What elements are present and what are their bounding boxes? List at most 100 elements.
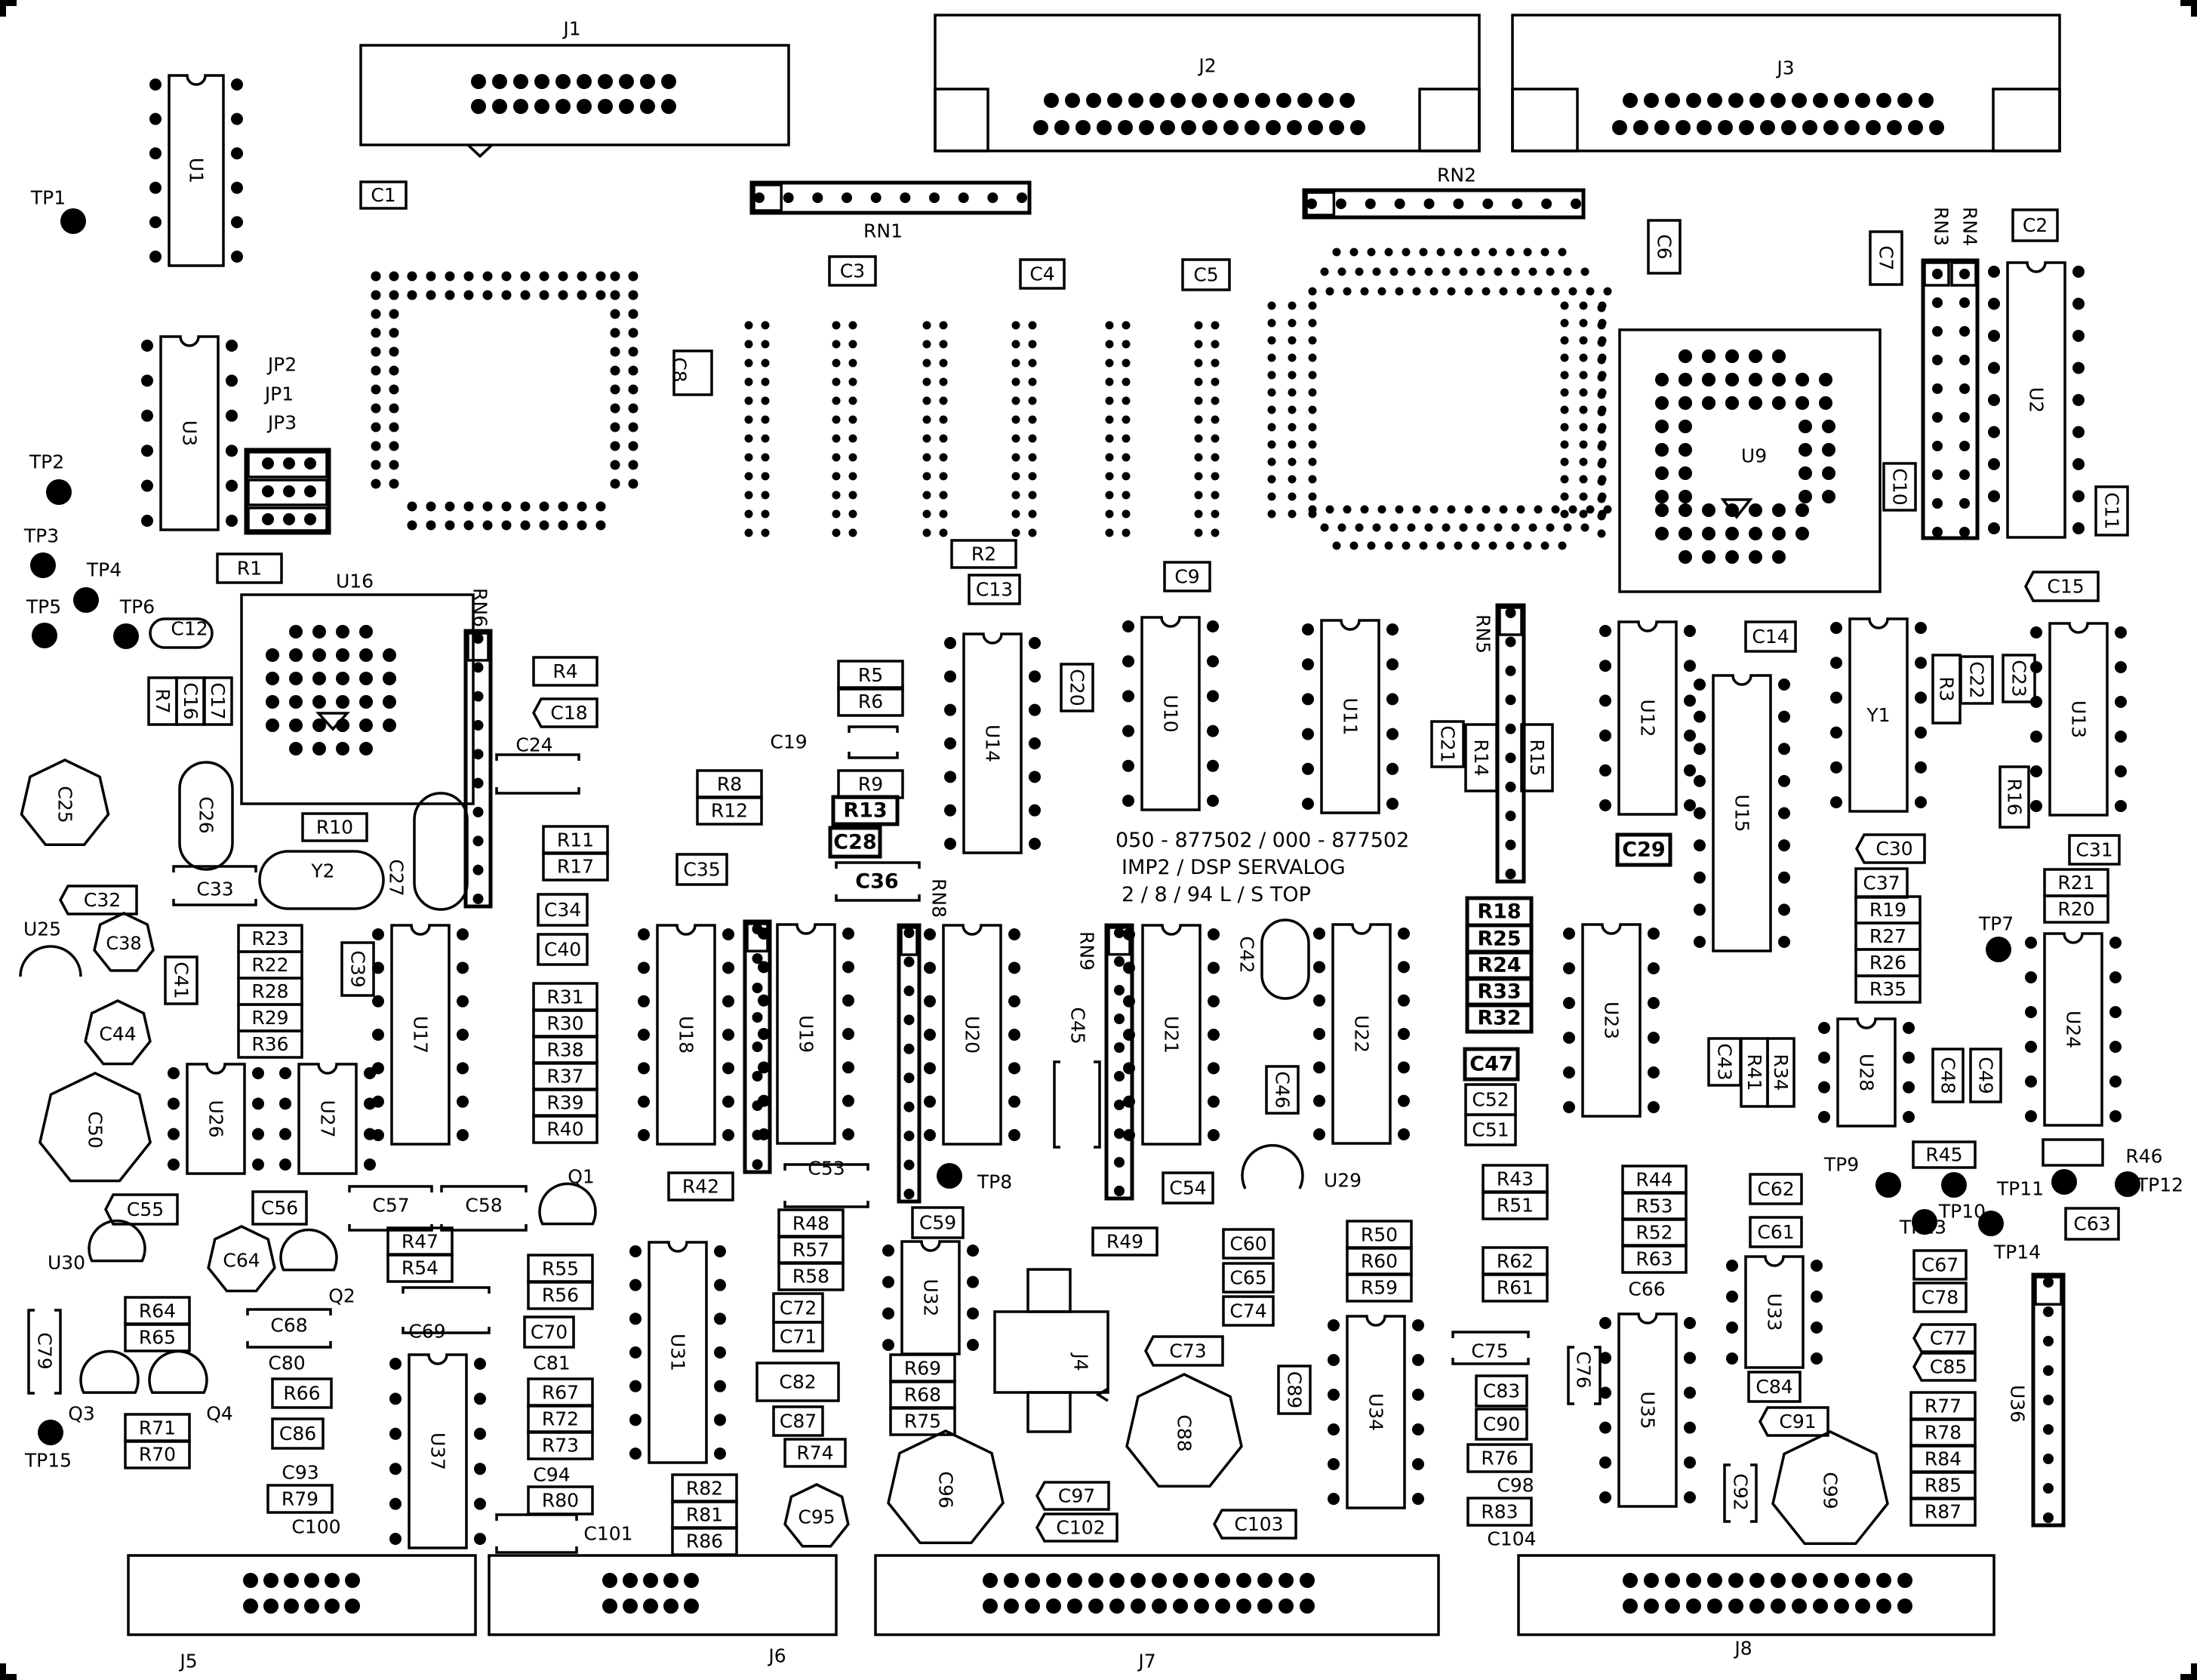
pad	[1560, 509, 1569, 518]
pad	[1811, 1260, 1823, 1272]
label-r7: R7	[152, 688, 174, 713]
c28-outline	[828, 826, 882, 859]
pad	[283, 485, 295, 497]
pad	[2030, 661, 2042, 673]
pad	[1988, 297, 2000, 310]
label-rn3: RN3	[1931, 207, 1952, 246]
pad	[1398, 1028, 1410, 1040]
pad	[1267, 475, 1276, 484]
c8-outline	[672, 349, 713, 396]
pad	[922, 377, 931, 386]
pad	[1813, 1598, 1828, 1614]
pad	[1004, 1598, 1019, 1614]
pad	[1726, 1352, 1738, 1365]
label-rn4: RN4	[1959, 207, 1981, 246]
pad	[304, 1573, 319, 1588]
pad	[1725, 373, 1739, 386]
label-r29: R29	[251, 1007, 288, 1029]
pad	[939, 472, 948, 481]
label-r65: R65	[139, 1327, 176, 1349]
pad	[1114, 1014, 1125, 1024]
j2-left-ear	[934, 88, 989, 152]
pad	[1328, 1354, 1340, 1366]
rn3-rn4-outline	[1921, 258, 1980, 540]
pad	[1398, 1061, 1410, 1074]
pad	[610, 478, 620, 489]
pad	[1571, 198, 1581, 209]
c85-outline	[1912, 1352, 1977, 1382]
pad	[1603, 287, 1612, 296]
pad	[1505, 694, 1516, 706]
label-r31: R31	[546, 986, 583, 1008]
pad	[628, 271, 638, 282]
pad	[640, 74, 655, 89]
pad	[1749, 550, 1762, 564]
pad	[1511, 267, 1520, 276]
c84-outline	[1747, 1371, 1802, 1403]
u30-outline	[88, 1219, 146, 1263]
pad	[2043, 1454, 2054, 1464]
pad	[252, 1067, 264, 1079]
label-c87: C87	[780, 1411, 817, 1432]
pad	[752, 1159, 763, 1170]
pad	[1429, 287, 1439, 296]
pad	[513, 99, 528, 114]
component-outlines	[19, 14, 2129, 1636]
pad	[1332, 541, 1341, 550]
pad	[2025, 937, 2037, 949]
pad	[1665, 93, 1680, 108]
pad	[1597, 529, 1606, 538]
label-u11: U11	[1340, 697, 1362, 735]
label-q2: Q2	[328, 1285, 355, 1307]
pad	[371, 365, 381, 376]
pad	[761, 528, 770, 537]
label-u28: U28	[1856, 1054, 1878, 1091]
pad	[1644, 1598, 1659, 1614]
r49-outline	[1091, 1226, 1159, 1257]
pad	[610, 422, 620, 432]
pad	[1959, 412, 1970, 423]
pad	[389, 290, 399, 300]
pad	[1398, 961, 1410, 974]
label-r20: R20	[2057, 898, 2094, 920]
label-u18: U18	[675, 1016, 697, 1054]
pad	[1267, 423, 1276, 432]
pad	[1932, 441, 1943, 451]
pad	[1288, 301, 1297, 310]
pad	[2025, 971, 2037, 983]
pad	[2115, 765, 2127, 777]
pad	[389, 1392, 402, 1405]
label-c103: C103	[1234, 1513, 1283, 1535]
pad	[1325, 287, 1334, 296]
cap-outline	[348, 1185, 433, 1232]
label-r71: R71	[139, 1417, 176, 1439]
pad	[832, 377, 841, 386]
pad	[1008, 962, 1020, 974]
c103-outline	[1213, 1509, 1297, 1540]
pad	[638, 1129, 650, 1141]
pad	[2072, 522, 2085, 534]
pad	[761, 321, 770, 330]
c70-outline	[523, 1315, 575, 1349]
pad	[371, 403, 381, 414]
pad	[445, 271, 455, 282]
test-point	[113, 623, 139, 649]
pad	[336, 742, 349, 755]
label-u34: U34	[1365, 1393, 1387, 1431]
label-c56: C56	[261, 1197, 298, 1219]
pad	[1778, 807, 1790, 820]
pad	[2115, 661, 2127, 673]
pad	[1778, 871, 1790, 884]
pad	[1114, 1128, 1125, 1139]
pad	[1181, 120, 1196, 135]
pad	[1213, 93, 1228, 108]
c89-outline	[1277, 1365, 1312, 1415]
label-rn6: RN6	[469, 588, 491, 627]
pad	[371, 460, 381, 470]
label-r25: R25	[1477, 928, 1521, 951]
c88-outline	[1125, 1373, 1243, 1488]
label-u12: U12	[1637, 699, 1659, 737]
label-c53: C53	[808, 1158, 845, 1180]
pad	[149, 112, 162, 125]
q2-outline	[279, 1228, 338, 1272]
